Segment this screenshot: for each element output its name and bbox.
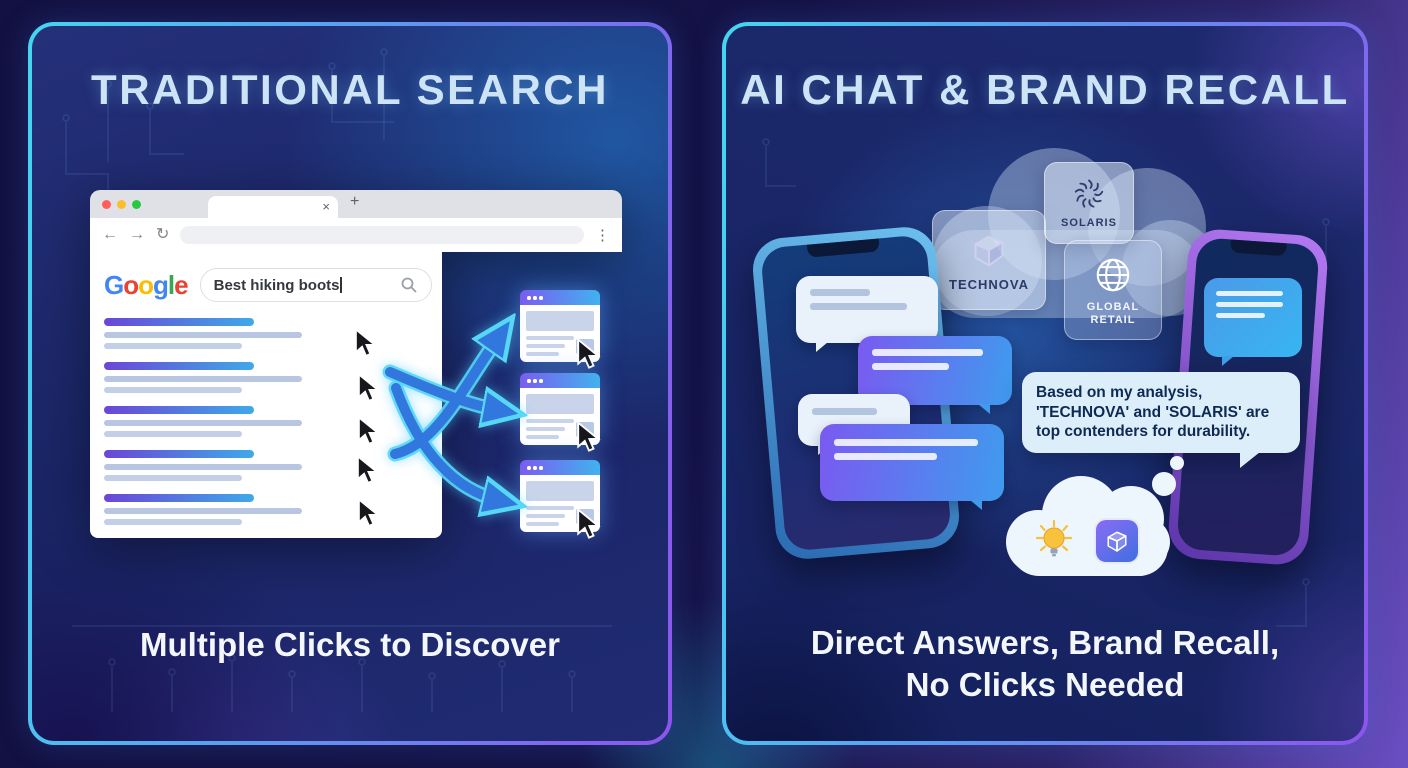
webpage-thumbnail[interactable]: [520, 460, 601, 539]
mouse-cursor-icon: [355, 328, 377, 357]
left-panel-caption: Multiple Clicks to Discover: [140, 626, 560, 663]
ai-answer-bubble: Based on my analysis, 'TECHNOVA' and 'SO…: [1022, 372, 1300, 469]
search-result-item[interactable]: [104, 494, 302, 525]
mouse-cursor-icon: [357, 455, 379, 484]
thought-cloud: [1002, 462, 1170, 588]
google-logo: Google: [104, 269, 189, 300]
chat-bubble-ai: [1204, 278, 1302, 366]
browser-toolbar: ← → ↻ ⋮: [90, 218, 622, 252]
webpage-thumbnail[interactable]: [520, 290, 601, 369]
ai-answer-text: Based on my analysis, 'TECHNOVA' and 'SO…: [1036, 384, 1270, 441]
chat-bubble-outgoing: [820, 424, 1004, 510]
search-input[interactable]: Best hiking boots: [199, 268, 432, 302]
traffic-light-maximize-icon[interactable]: [132, 200, 141, 209]
search-result-item[interactable]: [104, 450, 302, 481]
mouse-cursor-icon: [577, 338, 601, 369]
phone-notch: [806, 238, 880, 258]
browser-tab-bar: × +: [90, 190, 622, 218]
cube-logo-icon: [1107, 531, 1127, 552]
search-query-text: Best hiking boots: [213, 276, 340, 294]
right-panel-caption-line2: No Clicks Needed: [905, 666, 1185, 703]
text-cursor: [340, 277, 342, 293]
cube-logo-icon: [974, 235, 1004, 267]
mouse-cursor-icon: [577, 421, 601, 452]
traditional-search-panel: TRADITIONAL SEARCH × + ← → ↻ ⋮: [28, 22, 672, 745]
search-result-item[interactable]: [104, 406, 302, 437]
brand-card-solaris: SOLARIS: [1044, 162, 1134, 244]
thought-dot: [1152, 472, 1176, 496]
browser-menu-icon[interactable]: ⋮: [595, 227, 610, 244]
mouse-cursor-icon: [577, 508, 601, 539]
forward-icon[interactable]: →: [129, 226, 145, 243]
ai-chat-panel: AI CHAT & BRAND RECALL TECHNOVA: [722, 22, 1368, 745]
mouse-cursor-icon: [358, 416, 380, 445]
aperture-swirl-icon: [1074, 179, 1104, 208]
traffic-light-minimize-icon[interactable]: [117, 200, 126, 209]
search-result-list: [104, 318, 302, 538]
mouse-cursor-icon: [358, 373, 380, 402]
traditional-search-panel-body: TRADITIONAL SEARCH × + ← → ↻ ⋮: [32, 26, 668, 741]
left-panel-title: TRADITIONAL SEARCH: [91, 66, 609, 113]
url-bar[interactable]: [180, 226, 584, 244]
phone-notch: [1230, 239, 1287, 257]
chat-bubble-incoming: [796, 276, 938, 352]
brand-card-technova: TECHNOVA: [932, 210, 1046, 310]
click-path-arrows: [382, 294, 542, 534]
new-tab-button[interactable]: +: [350, 193, 360, 210]
right-panel-caption-line1: Direct Answers, Brand Recall,: [810, 624, 1280, 661]
thought-dot: [1170, 456, 1184, 470]
search-results-page: Google Best hiking boots: [90, 252, 442, 538]
browser-tab[interactable]: ×: [208, 196, 338, 218]
right-panel-title: AI CHAT & BRAND RECALL: [740, 66, 1350, 113]
chat-bubble-outgoing: [858, 336, 1012, 414]
back-icon[interactable]: ←: [102, 226, 118, 243]
brand-card-global-retail: GLOBAL RETAIL: [1064, 240, 1162, 340]
search-result-item[interactable]: [104, 318, 302, 349]
webpage-thumbnail[interactable]: [520, 373, 601, 452]
search-result-item[interactable]: [104, 362, 302, 393]
globe-icon: [1096, 258, 1130, 292]
search-icon[interactable]: [400, 276, 418, 294]
lightbulb-icon: [1032, 518, 1076, 571]
technova-app-icon: [1094, 518, 1140, 564]
browser-window: × + ← → ↻ ⋮ Google Best hiking boots: [90, 190, 622, 538]
traffic-light-close-icon[interactable]: [102, 200, 111, 209]
reload-icon[interactable]: ↻: [156, 226, 170, 243]
mouse-cursor-icon: [358, 498, 380, 527]
tab-close-icon[interactable]: ×: [322, 199, 330, 214]
ai-chat-panel-body: AI CHAT & BRAND RECALL TECHNOVA: [726, 26, 1364, 741]
